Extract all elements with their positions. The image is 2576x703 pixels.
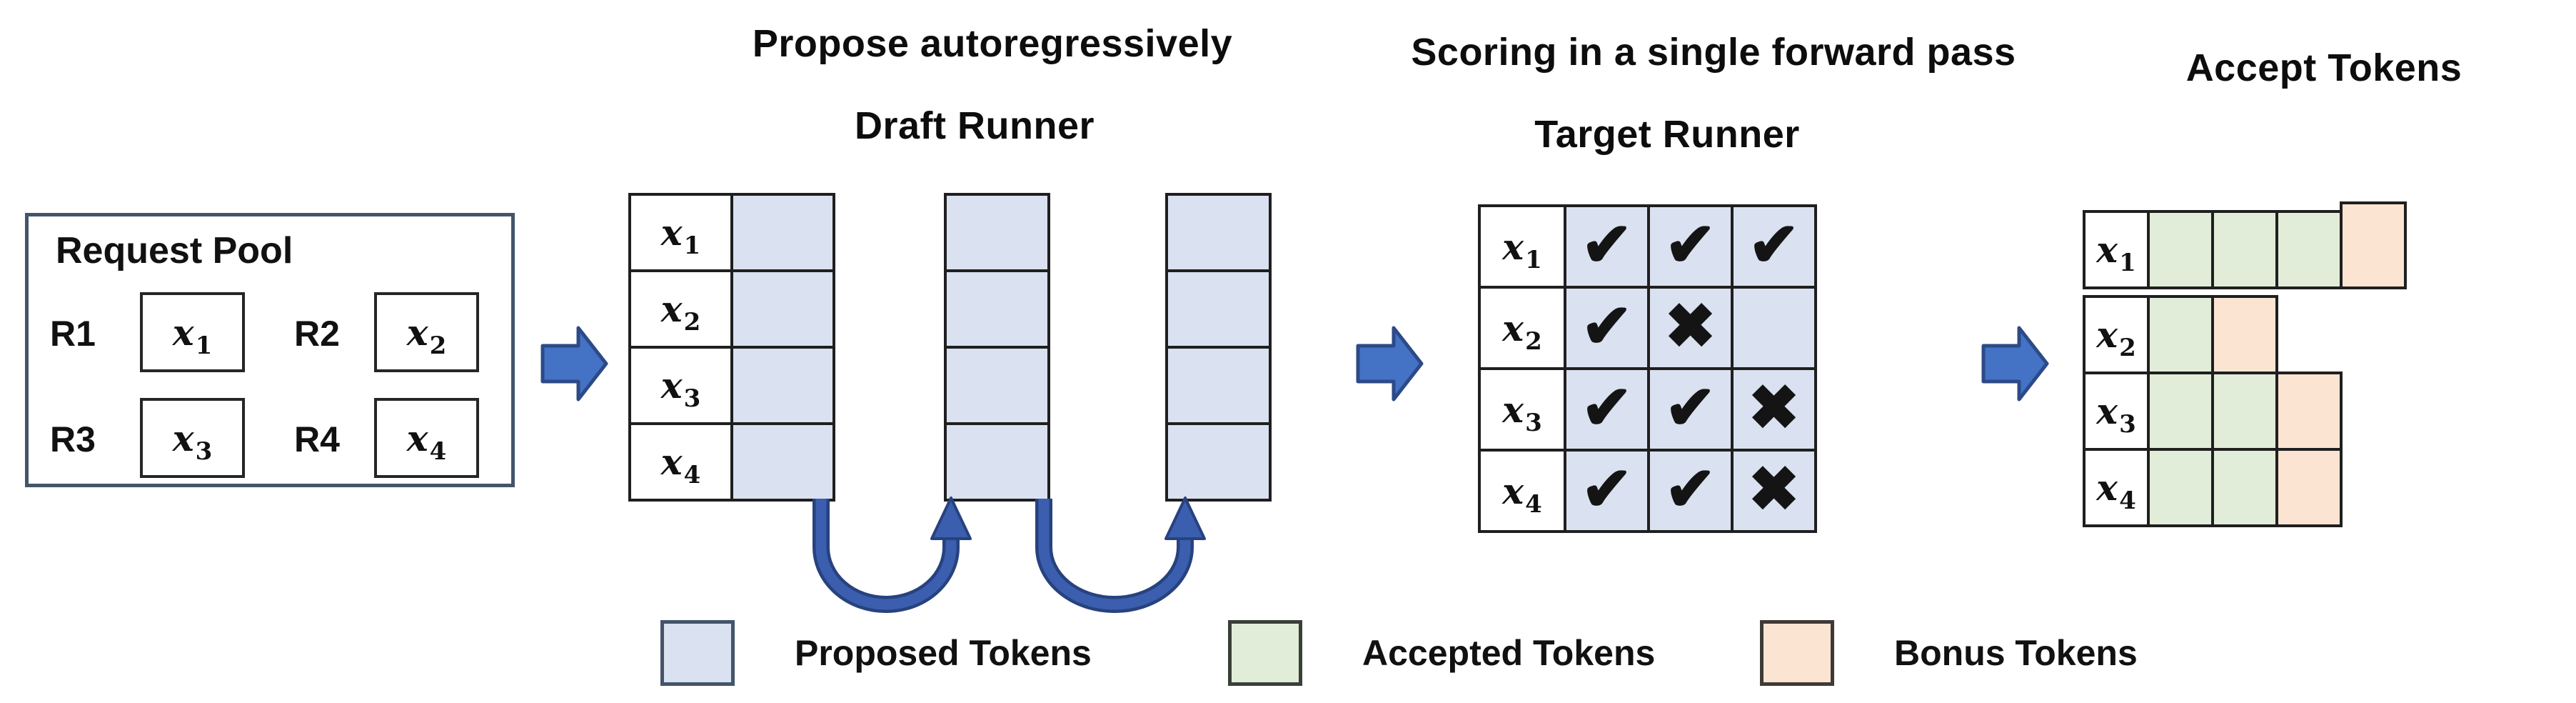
legend-item-accepted: Accepted Tokens	[1228, 616, 1655, 690]
proposed-token-cell	[947, 272, 1050, 349]
draft-row-label-x1: x1	[631, 196, 733, 272]
legend-label-proposed: Proposed Tokens	[795, 633, 1092, 673]
proposed-token-cell	[1168, 196, 1272, 272]
accepted-token-cell	[2147, 210, 2214, 289]
accept-row-x2: x2	[2083, 295, 2407, 374]
target-row-label-x3: x3	[1481, 370, 1566, 452]
scoring-step-title: Scoring in a single forward pass	[1411, 31, 2016, 74]
flow-arrow-icon	[1981, 326, 2049, 402]
request-pool-box: Request Pool R1 x1 R2 x2 R3 x3 R4 x4	[25, 213, 515, 487]
target-row-label-x1: x1	[1481, 207, 1566, 289]
accept-row-x4: x4	[2083, 448, 2407, 527]
accepted-token-cell	[2211, 210, 2278, 289]
target-runner-title: Target Runner	[1534, 113, 1800, 156]
proposed-token-cell	[947, 196, 1050, 272]
score-cross-icon: ✖	[1734, 370, 1817, 452]
score-cross-icon: ✖	[1734, 452, 1817, 533]
accept-row-label-x4: x4	[2083, 448, 2150, 527]
token-box-x1: x1	[140, 292, 245, 372]
score-check-icon: ✔	[1734, 207, 1817, 289]
score-check-icon: ✔	[1566, 289, 1650, 370]
draft-grid-step1: x1 x2 x3 x4	[628, 193, 835, 502]
score-empty-cell	[1734, 289, 1817, 370]
draft-grid-step2	[944, 193, 1050, 502]
score-check-icon: ✔	[1650, 207, 1734, 289]
bonus-token-cell	[2275, 372, 2343, 451]
propose-step-title: Propose autoregressively	[752, 22, 1233, 65]
token-x4: x4	[406, 417, 447, 466]
bonus-token-cell	[2275, 448, 2343, 527]
score-check-icon: ✔	[1650, 452, 1734, 533]
token-box-x3: x3	[140, 398, 245, 478]
proposed-token-cell	[947, 425, 1050, 502]
draft-runner-title: Draft Runner	[854, 104, 1095, 147]
score-check-icon: ✔	[1566, 207, 1650, 289]
accept-row-label-x1: x1	[2083, 210, 2150, 289]
flow-arrow-icon	[540, 326, 608, 402]
accept-row-x3: x3	[2083, 372, 2407, 451]
legend-item-proposed: Proposed Tokens	[660, 616, 1092, 690]
target-row-label-x4: x4	[1481, 452, 1566, 533]
draft-row-label-x4: x4	[631, 425, 733, 502]
loop-arrow-icon	[812, 497, 1206, 613]
legend-item-bonus: Bonus Tokens	[1760, 616, 2138, 690]
bonus-token-cell	[2340, 201, 2407, 289]
flow-arrow-icon	[1356, 326, 1424, 402]
draft-grid-step3	[1165, 193, 1272, 502]
accept-row-label-x2: x2	[2083, 295, 2150, 374]
draft-row-label-x3: x3	[631, 349, 733, 425]
accepted-swatch-icon	[1228, 620, 1302, 686]
proposed-token-cell	[733, 272, 835, 349]
accepted-token-cell	[2147, 295, 2214, 374]
proposed-token-cell	[1168, 272, 1272, 349]
request-pool-title: Request Pool	[56, 230, 293, 271]
proposed-token-cell	[733, 196, 835, 272]
accept-tokens-title: Accept Tokens	[2185, 46, 2462, 89]
bonus-swatch-icon	[1760, 620, 1834, 686]
accept-row-x1: x1	[2083, 201, 2407, 298]
proposed-token-cell	[733, 425, 835, 502]
request-label-r2: R2	[294, 314, 340, 354]
proposed-token-cell	[947, 349, 1050, 425]
score-check-icon: ✔	[1566, 370, 1650, 452]
accept-tokens-grid: x1 x2 x3 x4	[2083, 201, 2407, 527]
accepted-token-cell	[2211, 448, 2278, 527]
accepted-token-cell	[2147, 448, 2214, 527]
bonus-token-cell	[2211, 295, 2278, 374]
proposed-swatch-icon	[660, 620, 735, 686]
proposed-token-cell	[1168, 349, 1272, 425]
proposed-token-cell	[1168, 425, 1272, 502]
proposed-token-cell	[733, 349, 835, 425]
score-check-icon: ✔	[1650, 370, 1734, 452]
token-x3: x3	[172, 417, 213, 466]
draft-row-label-x2: x2	[631, 272, 733, 349]
request-label-r1: R1	[50, 314, 96, 354]
score-cross-icon: ✖	[1650, 289, 1734, 370]
token-x2: x2	[406, 311, 447, 360]
legend-label-bonus: Bonus Tokens	[1894, 633, 2138, 673]
target-scoring-grid: x1 ✔ ✔ ✔ x2 ✔ ✖ x3 ✔ ✔ ✖ x4 ✔ ✔ ✖	[1478, 204, 1817, 533]
accepted-token-cell	[2275, 210, 2343, 289]
target-row-label-x2: x2	[1481, 289, 1566, 370]
request-label-r4: R4	[294, 419, 340, 459]
score-check-icon: ✔	[1566, 452, 1650, 533]
request-label-r3: R3	[50, 419, 96, 459]
token-box-x4: x4	[374, 398, 479, 478]
accept-row-label-x3: x3	[2083, 372, 2150, 451]
token-x1: x1	[172, 311, 213, 360]
accepted-token-cell	[2211, 372, 2278, 451]
accepted-token-cell	[2147, 372, 2214, 451]
legend-label-accepted: Accepted Tokens	[1362, 633, 1656, 673]
token-box-x2: x2	[374, 292, 479, 372]
